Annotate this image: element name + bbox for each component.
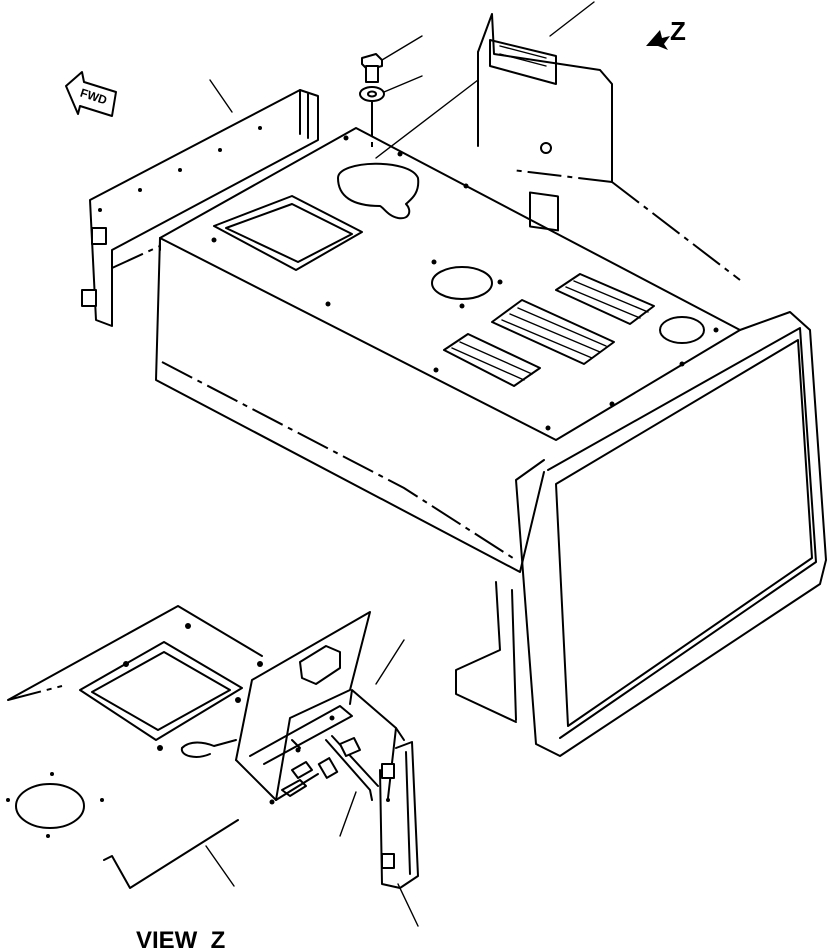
left-bracket-panel bbox=[81, 89, 319, 327]
forward-arrow-icon: FWD bbox=[65, 71, 117, 117]
view-marker-label: Z bbox=[670, 16, 686, 46]
view-title-label: VIEW Z bbox=[136, 927, 225, 949]
bolt-icon bbox=[361, 53, 383, 83]
view-z-detail bbox=[6, 605, 419, 889]
washer-icon bbox=[359, 86, 385, 102]
console-box bbox=[155, 127, 827, 757]
view-direction-arrow-icon bbox=[646, 30, 670, 50]
upper-cover-plate bbox=[477, 13, 613, 232]
leader-line bbox=[209, 79, 233, 113]
